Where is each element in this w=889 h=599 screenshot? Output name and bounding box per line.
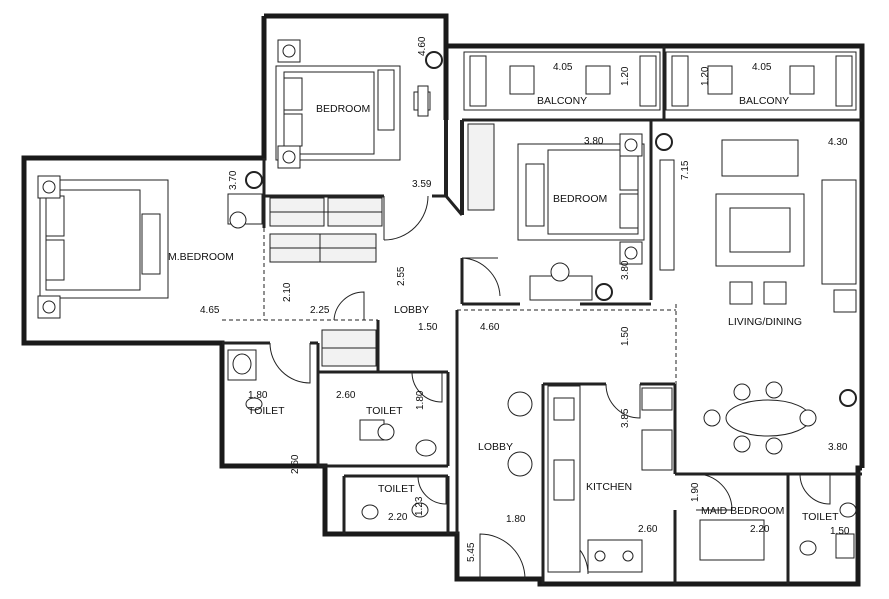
room-labels: BEDROOM BEDROOM M.BEDROOM BALCONY BALCON…: [168, 95, 839, 523]
dim-balcony2-width: 4.05: [752, 62, 772, 73]
dim-maid-width: 2.20: [750, 524, 770, 535]
dim-living-width: 4.30: [828, 137, 848, 148]
dim-maid-height: 1.90: [690, 482, 701, 502]
dim-toilet-small-width: 2.20: [388, 512, 408, 523]
bedroom2-furniture: [467, 123, 645, 301]
bedroom1-furniture: [275, 39, 443, 169]
label-toilet-maid: TOILET: [802, 511, 839, 523]
label-lobby-upper: LOBBY: [394, 304, 429, 316]
dim-living-height: 7.15: [680, 160, 691, 180]
dim-mbed-width: 4.65: [200, 305, 220, 316]
dim-balcony2-depth: 1.20: [700, 66, 711, 86]
dim-toilet-small-height: 1.23: [414, 496, 425, 516]
label-balcony1: BALCONY: [537, 95, 587, 107]
label-master-bedroom: M.BEDROOM: [168, 251, 234, 263]
dim-balcony1-depth: 1.20: [620, 66, 631, 86]
label-kitchen: KITCHEN: [586, 481, 632, 493]
dim-toilet-master-width: 1.80: [248, 390, 268, 401]
dim-lobby3-width: 1.80: [506, 514, 526, 525]
wardrobes: [269, 197, 383, 367]
dim-closet-depth: 2.10: [282, 282, 293, 302]
label-maid-bedroom: MAID BEDROOM: [701, 505, 784, 517]
label-toilet-master: TOILET: [248, 405, 285, 417]
dim-toilet-maid-width: 1.50: [830, 526, 850, 537]
lobby-furniture: [507, 391, 533, 477]
living-dining-furniture: [655, 133, 857, 455]
label-bedroom2: BEDROOM: [553, 193, 607, 205]
dim-toilet-center-height: 1.80: [415, 390, 426, 410]
dim-balcony1-width: 4.05: [553, 62, 573, 73]
balconies: [463, 51, 857, 111]
label-toilet-center: TOILET: [366, 405, 403, 417]
doors: [269, 195, 831, 580]
exterior-walls: [21, 13, 865, 587]
dim-toilet-master-height: 2.60: [290, 454, 301, 474]
dim-kitchen-width: 2.60: [638, 524, 658, 535]
dim-lobby3-height: 5.45: [466, 542, 477, 562]
dim-dining-width: 3.80: [828, 442, 848, 453]
dim-bedroom2-height: 3.80: [620, 260, 631, 280]
dim-mbed-height: 3.70: [228, 170, 239, 190]
dim-toilet-center-width: 2.60: [336, 390, 356, 401]
toilet-fixtures: [227, 349, 857, 561]
dim-closet-width: 2.25: [310, 305, 330, 316]
kitchen-fixtures: [547, 385, 673, 573]
dim-lobby2-height: 1.50: [620, 326, 631, 346]
interior-walls: [222, 46, 862, 584]
label-living-dining: LIVING/DINING: [728, 316, 802, 328]
dim-bedroom1-width: 3.59: [412, 179, 432, 190]
label-lobby-lower: LOBBY: [478, 441, 513, 453]
dim-lobby2-width: 4.60: [480, 322, 500, 333]
dim-lobby-height: 2.55: [396, 266, 407, 286]
dim-bedroom2-width: 3.80: [584, 136, 604, 147]
dim-lobby-width: 1.50: [418, 322, 438, 333]
label-balcony2: BALCONY: [739, 95, 789, 107]
dimension-labels: 4.60 3.59 4.05 1.20 4.05 1.20 3.80 3.80 …: [200, 36, 850, 562]
label-toilet-small: TOILET: [378, 483, 415, 495]
dim-bedroom1-height: 4.60: [417, 36, 428, 56]
master-bedroom-furniture: [37, 171, 263, 319]
label-bedroom1: BEDROOM: [316, 103, 370, 115]
dim-kitchen-height: 3.85: [620, 408, 631, 428]
dashed-openings: [222, 228, 677, 440]
